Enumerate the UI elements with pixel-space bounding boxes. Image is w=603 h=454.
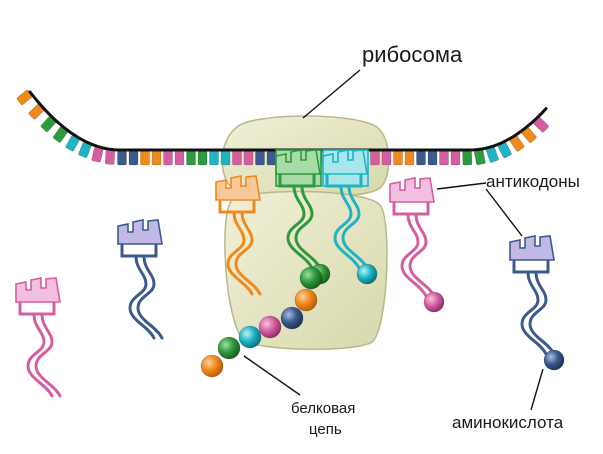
trna-teal-a-site-stem-a xyxy=(333,184,361,270)
mrna-codon-tooth xyxy=(186,150,196,166)
amino-acid-bead xyxy=(258,315,282,339)
trna-navy-left-stem-a xyxy=(128,254,156,340)
ribosome-leader xyxy=(302,69,361,119)
mrna-codon-tooth xyxy=(370,150,380,166)
trna-navy-right-anticodon xyxy=(509,235,555,261)
protein-chain xyxy=(200,266,323,378)
trna-orange-exit xyxy=(215,175,262,296)
trna-teal-a-site-amino-acid xyxy=(356,263,378,285)
mrna-codon-tooth xyxy=(209,150,219,166)
mrna-codon-tooth xyxy=(266,150,277,166)
trna-navy-left-anticodon xyxy=(117,219,163,245)
trna-teal-a-site xyxy=(322,149,378,285)
amino-acid-bead xyxy=(200,354,224,378)
trna-teal-a-site-anticodon xyxy=(322,149,368,175)
mrna-codon-tooth xyxy=(163,150,173,166)
trna-navy-right-stem-b xyxy=(528,270,556,356)
trna-green-p-site-arm xyxy=(278,174,316,188)
anticodons-leader-right xyxy=(485,188,523,237)
trna-green-p-site-stem-a xyxy=(286,184,314,270)
amino-acid-leader xyxy=(530,368,544,411)
mrna-codon-tooth xyxy=(140,150,150,166)
trna-pink-incoming-stem-a xyxy=(400,212,428,298)
amino-acid-bead xyxy=(299,266,323,290)
mrna-codon-tooth xyxy=(220,150,231,166)
amino-acid-bead xyxy=(280,306,304,330)
mrna-codon-tooth xyxy=(427,150,438,166)
amino-acid-label: аминокислота xyxy=(452,413,564,432)
mrna-codon-tooth xyxy=(404,150,415,166)
mrna-codon-tooth xyxy=(128,150,139,166)
trna-orange-exit-stem-b xyxy=(234,210,262,296)
trna-pink-free xyxy=(15,277,62,398)
trna-pink-incoming-anticodon xyxy=(389,177,435,203)
trna-pink-free-anticodon xyxy=(15,277,61,303)
mrna-codon-tooth xyxy=(243,150,254,166)
trna-navy-left-stem-b xyxy=(136,254,164,340)
mrna-codon-tooth xyxy=(416,150,426,166)
mrna-codon-tooth xyxy=(381,150,392,166)
trna-teal-a-site-stem-b xyxy=(341,184,369,270)
mrna-codon-tooth xyxy=(232,150,242,166)
trna-pink-incoming-arm xyxy=(392,202,430,216)
trna-navy-right-arm xyxy=(512,260,550,274)
mrna-codon-tooth xyxy=(450,150,461,166)
trna-navy-right-stem-a xyxy=(520,270,548,356)
trna-pink-free-stem-a xyxy=(26,312,54,398)
leader-lines xyxy=(243,69,544,411)
trna-group xyxy=(15,149,565,398)
trna-green-p-site-anticodon xyxy=(275,149,321,175)
mrna-codon-tooth xyxy=(439,150,449,166)
trna-orange-exit-stem-a xyxy=(226,210,254,296)
mrna-codon-tooth xyxy=(174,150,185,166)
trna-orange-exit-arm xyxy=(218,200,256,214)
trna-orange-exit-anticodon xyxy=(215,175,261,201)
protein-chain-label-line1: белковая xyxy=(291,400,355,417)
protein-chain-leader xyxy=(243,355,301,396)
mrna-codon-tooth xyxy=(393,150,403,166)
mrna-codon-tooth xyxy=(197,150,208,166)
trna-navy-left-arm xyxy=(120,244,158,258)
trna-teal-a-site-arm xyxy=(325,174,363,188)
anticodons-leader-left xyxy=(436,182,487,190)
protein-chain-label-line2: цепь xyxy=(309,421,342,438)
mrna-codon-tooth xyxy=(104,149,116,165)
trna-navy-left xyxy=(117,219,164,340)
ribosome-label: рибосома xyxy=(362,42,463,67)
mrna-codon-tooth xyxy=(91,146,104,163)
amino-acid-bead xyxy=(294,288,318,312)
mrna-codon-tooth xyxy=(255,150,265,166)
mrna-codon-tooth xyxy=(462,150,473,166)
trna-pink-incoming-amino-acid xyxy=(423,291,445,313)
amino-acid-bead xyxy=(217,336,241,360)
mrna-codon-tooth xyxy=(117,150,127,166)
trna-pink-incoming xyxy=(389,177,445,313)
amino-acid-bead xyxy=(238,325,262,349)
mrna-codon-tooth xyxy=(474,149,486,166)
anticodons-label: антикодоны xyxy=(486,172,580,191)
trna-green-p-site-stem-b xyxy=(294,184,322,270)
mrna-codon-tooth xyxy=(151,150,162,166)
trna-pink-free-arm xyxy=(18,302,56,316)
trna-pink-free-stem-b xyxy=(34,312,62,398)
trna-navy-right xyxy=(509,235,565,371)
trna-navy-right-amino-acid xyxy=(543,349,565,371)
trna-pink-incoming-stem-b xyxy=(408,212,436,298)
